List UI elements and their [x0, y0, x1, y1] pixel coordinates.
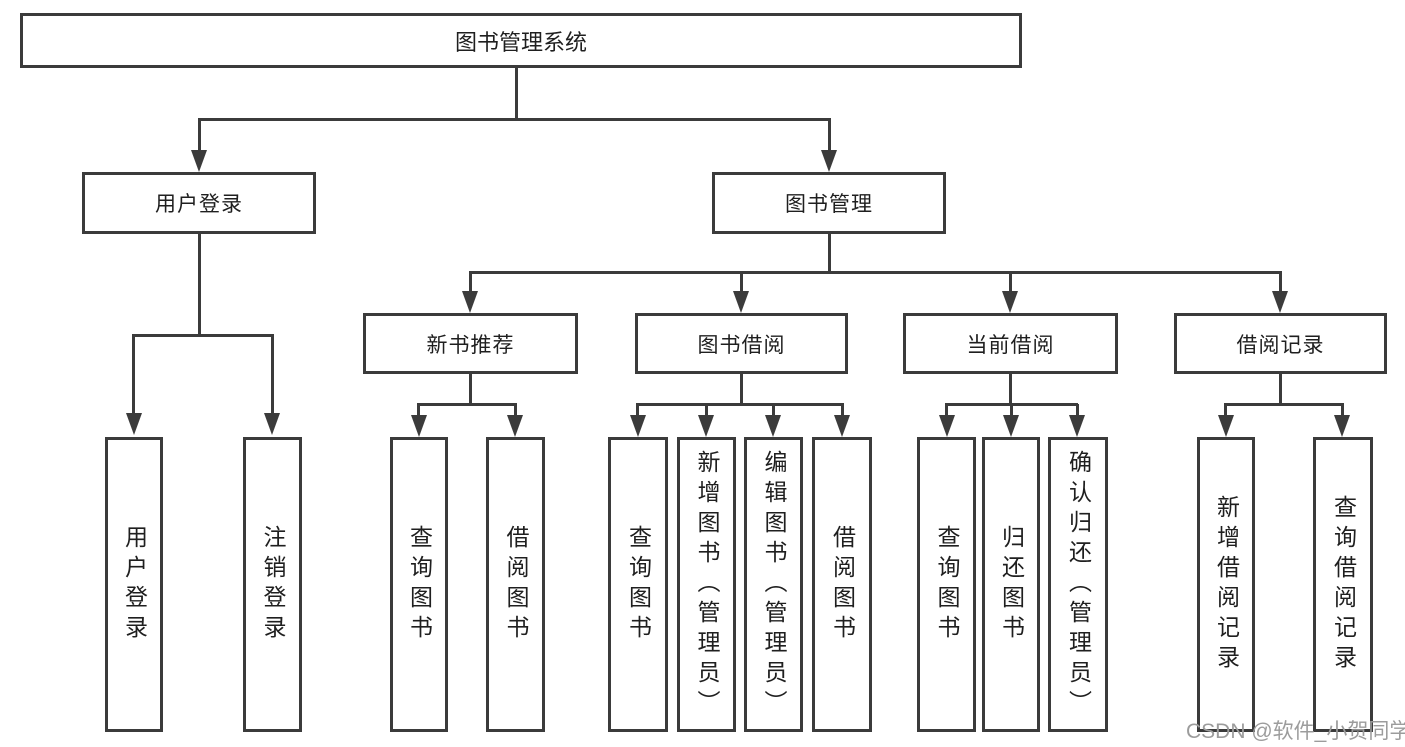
- arrowhead-down: [733, 291, 749, 313]
- connector-line: [198, 234, 201, 336]
- connector-line: [1341, 404, 1344, 416]
- arrowhead-down: [939, 415, 955, 437]
- arrowhead-down: [765, 415, 781, 437]
- connector-line: [1279, 374, 1282, 405]
- leaf-logout: 注销登录: [243, 437, 302, 732]
- leaf-add-borrow-record: 新增借阅记录: [1197, 437, 1255, 732]
- node-label: 图书管理系统: [454, 29, 587, 55]
- node-label: 当前借阅: [966, 333, 1055, 357]
- connector-line: [132, 334, 135, 414]
- node-current-borrowing: 当前借阅: [903, 313, 1118, 374]
- node-library-management-system: 图书管理系统: [20, 13, 1022, 68]
- node-book-borrowing: 图书借阅: [635, 313, 848, 374]
- node-borrowing-records: 借阅记录: [1174, 313, 1387, 374]
- node-label: 图书管理: [785, 193, 873, 216]
- arrowhead-down: [698, 415, 714, 437]
- leaf-user-login: 用户登录: [105, 437, 163, 732]
- connector-line: [198, 119, 201, 152]
- connector-line: [1279, 272, 1282, 293]
- connector-line: [828, 119, 831, 152]
- arrowhead-down: [411, 415, 427, 437]
- arrowhead-down: [834, 415, 850, 437]
- node-label: 用户登录: [155, 193, 243, 216]
- connector-line: [514, 404, 517, 416]
- leaf-query-books-recommend: 查询图书: [390, 437, 448, 732]
- leaf-edit-books-admin: 编辑图书（管理员）: [744, 437, 803, 732]
- leaf-label: 用户登录: [121, 524, 148, 645]
- connector-line: [636, 403, 844, 406]
- connector-line: [515, 68, 518, 121]
- arrowhead-down: [630, 415, 646, 437]
- connector-line: [469, 272, 472, 293]
- node-new-book-recommendation: 新书推荐: [363, 313, 578, 374]
- leaf-label: 查询图书: [406, 524, 433, 645]
- arrowhead-down: [507, 415, 523, 437]
- leaf-label: 查询借阅记录: [1330, 494, 1357, 675]
- arrowhead-down: [462, 291, 478, 313]
- connector-line: [1010, 404, 1013, 416]
- leaf-label: 借阅图书: [829, 524, 856, 645]
- arrowhead-down: [126, 413, 142, 435]
- connector-line: [841, 404, 844, 416]
- leaf-label: 查询图书: [625, 524, 652, 645]
- connector-line: [271, 334, 274, 414]
- connector-line: [469, 374, 472, 405]
- connector-line: [417, 403, 517, 406]
- node-label: 图书借阅: [697, 333, 786, 357]
- node-book-management: 图书管理: [712, 172, 946, 234]
- node-label: 借阅记录: [1236, 333, 1325, 357]
- leaf-label: 查询图书: [934, 524, 960, 645]
- connector-line: [740, 374, 743, 405]
- connector-line: [1009, 374, 1012, 405]
- leaf-label: 归还图书: [998, 524, 1025, 645]
- connector-line: [1076, 404, 1079, 416]
- connector-line: [1224, 404, 1227, 416]
- leaf-query-books-current: 查询图书: [917, 437, 976, 732]
- arrowhead-down: [264, 413, 280, 435]
- connector-line: [417, 404, 420, 416]
- connector-line: [132, 334, 274, 337]
- connector-line: [828, 234, 831, 273]
- connector-line: [705, 404, 708, 416]
- arrowhead-down: [1002, 291, 1018, 313]
- node-user-login: 用户登录: [82, 172, 316, 234]
- arrowhead-down: [191, 150, 207, 172]
- leaf-label: 新增借阅记录: [1213, 494, 1240, 675]
- csdn-watermark: CSDN @软件_小贺同学: [1186, 720, 1405, 743]
- connector-line: [740, 272, 743, 293]
- leaf-query-borrow-record: 查询借阅记录: [1313, 437, 1373, 732]
- leaf-borrow-books-recommend: 借阅图书: [486, 437, 545, 732]
- leaf-return-books: 归还图书: [982, 437, 1040, 732]
- leaf-add-books-admin: 新增图书（管理员）: [677, 437, 736, 732]
- leaf-label: 新增图书（管理员）: [694, 449, 720, 720]
- connector-line: [772, 404, 775, 416]
- arrowhead-down: [821, 150, 837, 172]
- arrowhead-down: [1003, 415, 1019, 437]
- leaf-query-books-borrow: 查询图书: [608, 437, 668, 732]
- arrowhead-down: [1272, 291, 1288, 313]
- connector-line: [198, 118, 831, 121]
- leaf-confirm-return-admin: 确认归还（管理员）: [1048, 437, 1108, 732]
- node-label: 新书推荐: [426, 333, 515, 357]
- leaf-label: 借阅图书: [503, 524, 529, 645]
- connector-line: [1224, 403, 1344, 406]
- arrowhead-down: [1218, 415, 1234, 437]
- connector-line: [1009, 272, 1012, 293]
- connector-line: [636, 404, 639, 416]
- connector-line: [469, 271, 1282, 274]
- connector-line: [945, 404, 948, 416]
- leaf-label: 注销登录: [260, 524, 286, 645]
- leaf-borrow-books: 借阅图书: [812, 437, 872, 732]
- arrowhead-down: [1069, 415, 1085, 437]
- leaf-label: 编辑图书（管理员）: [761, 449, 787, 720]
- arrowhead-down: [1334, 415, 1350, 437]
- leaf-label: 确认归还（管理员）: [1065, 449, 1092, 720]
